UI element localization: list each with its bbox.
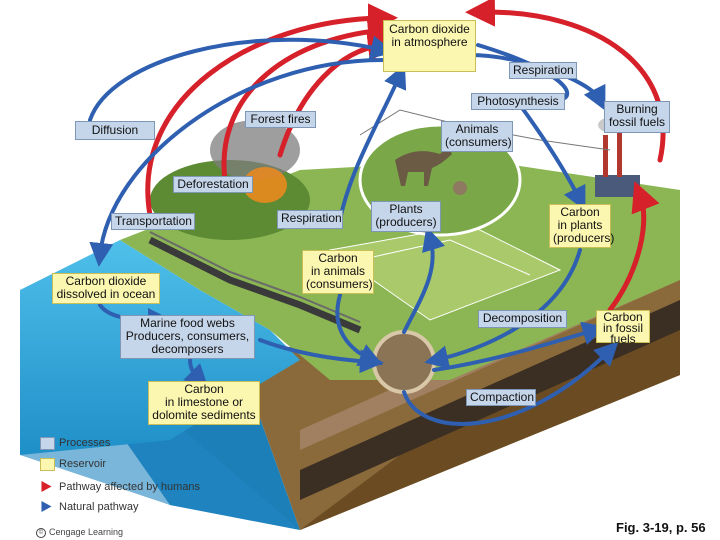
reservoir-carbon-in-plants: Carbon in plants (producers) <box>549 204 614 248</box>
arrow-fossil-extraction <box>607 181 660 313</box>
copyright-icon: © <box>36 527 46 538</box>
reservoir-carbon-in-limestone: Carbon in limestone or dolomite sediment… <box>148 381 260 425</box>
legend-processes-text: Processes <box>59 437 111 449</box>
arrow-marine-to-limestone <box>183 358 209 389</box>
rail <box>149 231 361 323</box>
arrow-deforestation-to-atmosphere <box>221 16 398 183</box>
arrow-transport-to-atmosphere <box>145 3 398 218</box>
rabbit <box>453 181 467 195</box>
credit: ©Cengage Learning <box>36 527 123 538</box>
legend-red-arrow-icon <box>41 481 52 492</box>
arrow-respiration-mid <box>338 64 407 222</box>
arrow-decomp-to-fossil <box>432 321 607 372</box>
legend-reservoir-text: Reservoir <box>59 458 107 470</box>
process-respiration-mid: Respiration <box>277 210 343 229</box>
arrow-diffusion-in <box>89 58 385 267</box>
arrow-compaction <box>402 341 619 426</box>
deer-silhouette <box>395 146 452 186</box>
legend-reservoir-swatch <box>40 458 55 471</box>
credit-text: Cengage Learning <box>49 527 124 537</box>
reservoir-co2-atmosphere: Carbon dioxide in atmosphere <box>383 20 476 72</box>
figure-reference: Fig. 3-19, p. 56 <box>616 520 706 535</box>
fence-lines <box>349 239 531 276</box>
legend-process-swatch <box>40 437 55 450</box>
arrow-diffusion-out <box>88 35 395 122</box>
reservoir-carbon-in-fossil-fuels: Carbon in fossil fuels <box>596 310 650 345</box>
fire-glow <box>243 167 287 203</box>
road <box>148 236 362 334</box>
reservoir-carbon-in-animals: Carbon in animals (consumers) <box>302 250 374 294</box>
process-diffusion: Diffusion <box>75 121 155 140</box>
process-plants-producers: Plants (producers) <box>371 201 441 232</box>
process-marine-food-webs: Marine food webs Producers, consumers, d… <box>120 315 255 359</box>
arrow-plants-to-animals <box>518 103 586 211</box>
smoke-cloud <box>210 120 300 180</box>
process-deforestation: Deforestation <box>173 176 253 193</box>
process-animals-consumers: Animals (consumers) <box>441 121 513 152</box>
legend-blue-arrow-icon <box>41 501 52 512</box>
process-burning-fossil-fuels: Burning fossil fuels <box>604 101 670 133</box>
arrow-marine-to-decomp <box>258 338 384 374</box>
arrow-decomp-return <box>402 226 446 334</box>
process-forest-fires: Forest fires <box>245 111 316 128</box>
decomposer-circle <box>372 330 436 394</box>
legend-natural-pathway-text: Natural pathway <box>59 501 139 513</box>
natural-pathway-arrows <box>88 35 619 426</box>
process-decomposition: Decomposition <box>478 310 567 328</box>
legend-human-pathway-text: Pathway affected by humans <box>59 481 201 493</box>
process-photosynthesis: Photosynthesis <box>471 93 565 110</box>
process-transportation: Transportation <box>111 213 195 230</box>
reservoir-co2-dissolved-ocean: Carbon dioxide dissolved in ocean <box>52 273 160 304</box>
process-respiration-top: Respiration <box>509 62 577 79</box>
process-compaction: Compaction <box>466 389 536 406</box>
